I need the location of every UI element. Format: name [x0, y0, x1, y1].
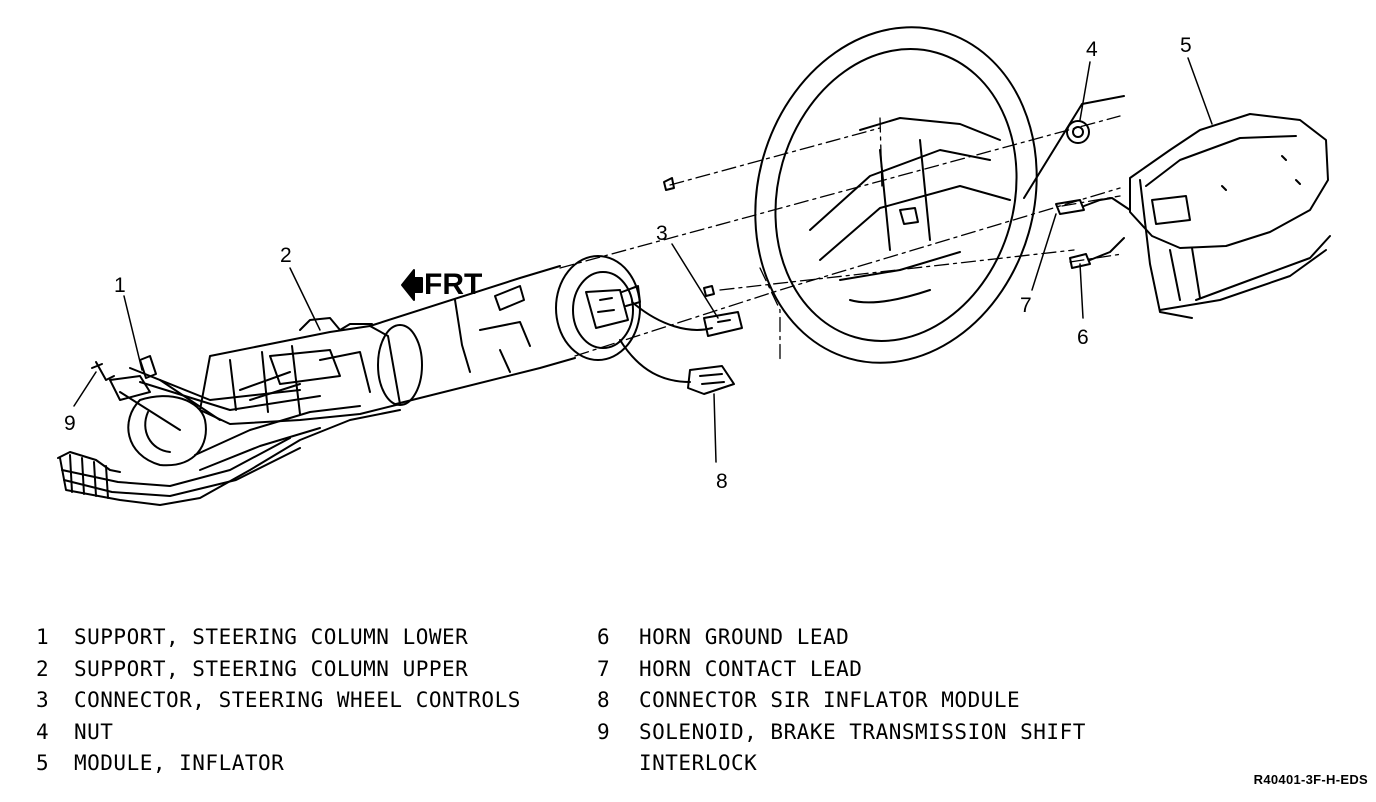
- legend-text: CONNECTOR, STEERING WHEEL CONTROLS: [74, 688, 521, 712]
- callout-8: 8: [716, 470, 728, 493]
- legend-text: HORN CONTACT LEAD: [639, 656, 863, 681]
- legend-num: 2: [36, 656, 50, 681]
- legend-item: 6 HORN GROUND LEAD: [597, 622, 1086, 654]
- legend-text-continued: INTERLOCK: [639, 751, 758, 775]
- legend-text: SOLENOID, BRAKE TRANSMISSION SHIFT: [639, 719, 1086, 744]
- legend-item: 7 HORN CONTACT LEAD: [597, 654, 1086, 686]
- column-jacket: [369, 265, 576, 406]
- clock-spring-screw: [703, 285, 715, 297]
- upper-column-support: [199, 317, 401, 425]
- leader-lines: [73, 57, 1213, 463]
- callout-4: 4: [1086, 38, 1098, 61]
- legend-text: HORN GROUND LEAD: [639, 625, 850, 649]
- callout-1: 1: [114, 274, 126, 297]
- legend-num: 9: [597, 719, 611, 744]
- legend-item: 9 SOLENOID, BRAKE TRANSMISSION SHIFT: [597, 717, 1086, 749]
- callout-6: 6: [1077, 326, 1089, 349]
- inflator-module: [1129, 113, 1331, 319]
- front-arrow-icon: [401, 269, 423, 301]
- solenoid-screw: [91, 361, 115, 381]
- legend-text: SUPPORT, STEERING COLUMN UPPER: [74, 656, 469, 681]
- horn-ground-lead: [1069, 237, 1125, 269]
- sir-connector: [619, 339, 735, 395]
- legend-item: 3 CONNECTOR, STEERING WHEEL CONTROLS: [36, 685, 521, 717]
- legend-text: SUPPORT, STEERING COLUMN LOWER: [74, 625, 469, 649]
- legend-num: 6: [597, 625, 611, 649]
- clock-spring: [555, 255, 641, 361]
- callout-5: 5: [1180, 34, 1192, 57]
- horn-contact-lead: [1055, 197, 1131, 215]
- legend-item: 5 MODULE, INFLATOR: [36, 748, 521, 780]
- wheel-bolt: [663, 177, 675, 191]
- legend-num: 8: [597, 688, 611, 712]
- legend-item: 2 SUPPORT, STEERING COLUMN UPPER: [36, 654, 521, 686]
- legend-num: 7: [597, 656, 611, 681]
- legend-num: 3: [36, 688, 50, 712]
- legend-item: 8 CONNECTOR SIR INFLATOR MODULE: [597, 685, 1086, 717]
- legend-text: MODULE, INFLATOR: [74, 751, 285, 775]
- callout-9: 9: [64, 412, 76, 435]
- legend-text: CONNECTOR SIR INFLATOR MODULE: [639, 688, 1021, 712]
- legend-num: 4: [36, 719, 50, 744]
- callout-3: 3: [656, 222, 668, 245]
- legend-right: 6 HORN GROUND LEAD 7 HORN CONTACT LEAD 8 CO…: [597, 622, 1086, 780]
- figure-code: R40401-3F-H-EDS: [1253, 772, 1368, 787]
- legend-text: NUT: [74, 719, 114, 744]
- exploded-view-diagram: FRT 1 2 3 4 5 6 7 8 9: [57, 26, 1331, 506]
- legend-item: 1 SUPPORT, STEERING COLUMN LOWER: [36, 622, 521, 654]
- legend-num: 1: [36, 625, 50, 649]
- steering-wheel: [754, 26, 1038, 364]
- wheel-controls-connector: [631, 301, 743, 337]
- front-label: FRT: [424, 268, 482, 301]
- legend-left: 1 SUPPORT, STEERING COLUMN LOWER 2 SUPPORT…: [36, 622, 521, 780]
- legend-item: 4 NUT: [36, 717, 521, 749]
- steering-nut: [1023, 95, 1125, 199]
- callout-7: 7: [1020, 294, 1032, 317]
- legend-num: 5: [36, 751, 50, 775]
- alignment-lines: [559, 115, 1123, 361]
- callout-2: 2: [280, 244, 292, 267]
